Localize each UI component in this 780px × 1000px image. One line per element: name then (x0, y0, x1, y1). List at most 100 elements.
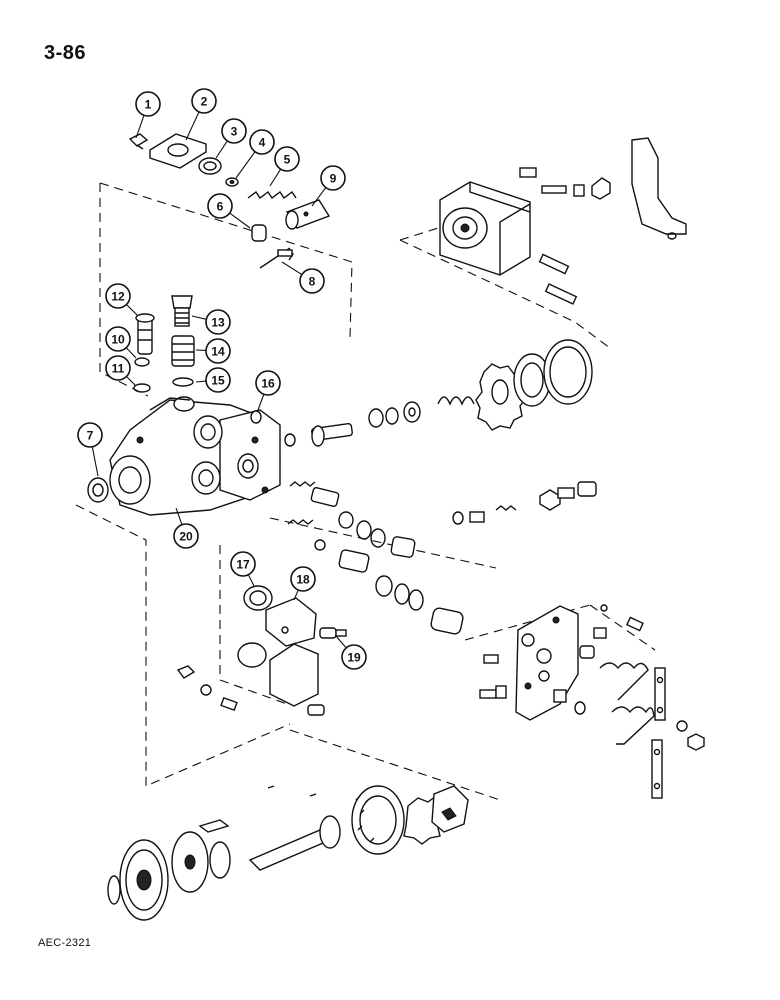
callout-1: 1 (135, 91, 161, 139)
cover-plate-part-18 (265, 597, 317, 647)
callout-circle (191, 88, 217, 114)
callout-5: 5 (269, 146, 300, 187)
callout-leader-line (293, 589, 299, 601)
governor-small-parts (479, 604, 644, 715)
spring-part-5 (247, 190, 297, 200)
callout-9: 9 (311, 165, 346, 207)
callout-leader-line (126, 376, 137, 387)
bolt-part-13 (171, 295, 193, 327)
callout-circle (105, 283, 131, 309)
bracket (631, 137, 687, 240)
callout-6: 6 (207, 193, 251, 229)
ring-part-10 (134, 357, 150, 367)
fittings-right-row (452, 481, 597, 525)
callout-circle (249, 129, 275, 155)
screw-part-1 (128, 133, 149, 150)
callout-leader-line (135, 115, 145, 139)
callout-circle (255, 370, 281, 396)
delivery-valve-part-12 (135, 313, 155, 355)
callout-number: 13 (211, 316, 225, 330)
callout-number: 12 (111, 290, 125, 304)
callout-leader-line (215, 140, 228, 159)
seal-ring-part-3 (198, 157, 222, 175)
callout-circle (221, 118, 247, 144)
callout-leader-line (281, 261, 303, 276)
timing-valve-row (287, 481, 464, 635)
callout-circle (299, 268, 325, 294)
valve-holder-part-14 (171, 335, 195, 367)
callout-leader-line (229, 212, 251, 229)
callout-3: 3 (215, 118, 247, 159)
pump-housing-part-20 (109, 396, 281, 516)
plug-part-16 (250, 410, 262, 424)
callout-number: 14 (211, 345, 225, 359)
callout-leader-line (126, 304, 139, 317)
callout-13: 13 (191, 309, 231, 335)
callout-number: 4 (259, 136, 266, 150)
callout-leader-line (125, 347, 137, 359)
callout-number: 18 (296, 573, 310, 587)
seal-part-7 (87, 477, 109, 503)
callout-number: 20 (179, 530, 193, 544)
callout-14: 14 (195, 338, 231, 364)
callout-number: 19 (347, 651, 361, 665)
callout-12: 12 (105, 283, 139, 317)
o-ring-part-11 (133, 383, 151, 393)
callout-circle (274, 146, 300, 172)
callout-circle (290, 566, 316, 592)
callout-circle (135, 91, 161, 117)
callout-11: 11 (105, 355, 137, 387)
callout-18: 18 (290, 566, 316, 601)
callout-number: 8 (309, 275, 316, 289)
callout-number: 10 (111, 333, 125, 347)
callout-15: 15 (195, 367, 231, 393)
callout-number: 2 (201, 95, 208, 109)
callout-10: 10 (105, 326, 137, 359)
callout-leader-line (175, 507, 183, 525)
callout-leader-line (247, 574, 255, 587)
drive-shaft-assembly (107, 785, 469, 921)
callout-number: 1 (145, 98, 152, 112)
callout-number: 6 (217, 200, 224, 214)
callout-circle (320, 165, 346, 191)
callout-leader-line (195, 380, 207, 383)
callout-leader-line (191, 315, 207, 320)
washer-part-4 (225, 177, 239, 187)
small-screws-left (176, 665, 238, 712)
callout-leader-line (185, 111, 200, 141)
plate-part-2 (149, 133, 207, 169)
lower-cover-plate (237, 642, 325, 716)
callout-number: 17 (236, 558, 250, 572)
callout-16: 16 (255, 370, 281, 411)
callout-number: 11 (112, 362, 125, 376)
callout-8: 8 (281, 261, 325, 294)
callout-circle (205, 309, 231, 335)
callout-number: 5 (284, 153, 291, 167)
callout-2: 2 (185, 88, 217, 141)
pin-part-8 (259, 247, 295, 269)
callout-circle (173, 523, 199, 549)
callout-leader-line (335, 635, 347, 649)
o-ring-part-15 (172, 377, 194, 387)
callout-19: 19 (335, 635, 367, 670)
callout-7: 7 (77, 422, 103, 477)
callout-circle (77, 422, 103, 448)
page-number: 3-86 (44, 42, 87, 64)
callout-number: 3 (231, 125, 238, 139)
callout-leader-line (269, 168, 282, 187)
callout-leader-line (235, 151, 256, 179)
callout-circle (207, 193, 233, 219)
callout-number: 7 (87, 429, 94, 443)
hydraulic-head-assembly (439, 181, 531, 276)
head-bolts (519, 167, 611, 200)
callout-20: 20 (173, 507, 199, 549)
sleeve-part-9 (285, 199, 331, 230)
callout-4: 4 (235, 129, 275, 179)
piston-part-6 (251, 224, 267, 242)
callout-17: 17 (230, 551, 256, 587)
callout-number: 16 (261, 377, 275, 391)
figure-id: AEC-2321 (38, 937, 92, 949)
callout-circle (105, 326, 131, 352)
